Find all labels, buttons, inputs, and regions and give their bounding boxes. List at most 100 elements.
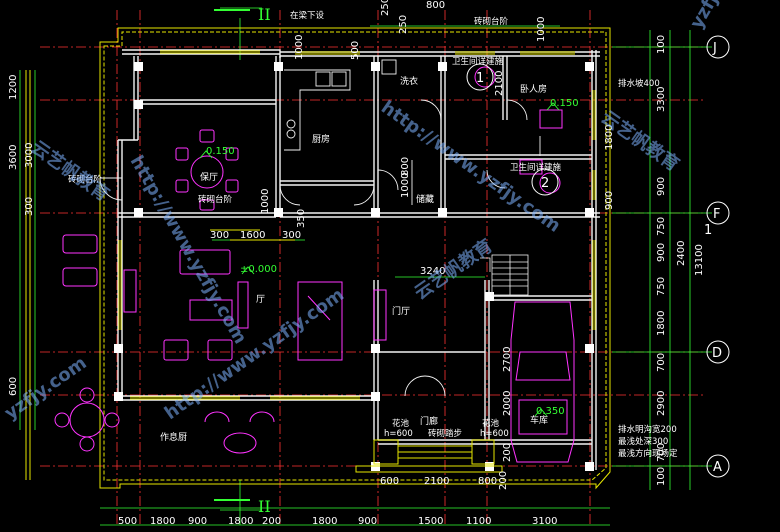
- dim-bottom-1800c: 1800: [312, 516, 337, 527]
- axis-sub-label: 1: [704, 223, 712, 238]
- axis-label-d: D: [712, 346, 722, 361]
- dim-left-3000: 3000: [24, 143, 35, 168]
- stair: [480, 254, 529, 296]
- dim-300-a: 300: [210, 230, 229, 241]
- axis-label-a: A: [713, 460, 722, 475]
- dim-left-300: 300: [24, 197, 35, 216]
- room-label-laundry: 洗衣: [400, 75, 418, 87]
- dim-right-750a: 750: [656, 217, 667, 236]
- dim-left-3600: 3600: [8, 145, 19, 170]
- dim-1800-right: 1800: [604, 125, 615, 150]
- room-label-bath-2: 卫生间详建施: [510, 162, 562, 173]
- dim-900-right: 900: [604, 191, 615, 210]
- dim-right-700b: 700: [656, 443, 667, 462]
- room-label-vestibule: 门廊: [420, 415, 438, 427]
- bath-detail-number-1: 1: [476, 71, 484, 86]
- bath-detail-number-2: 2: [541, 176, 549, 191]
- dim-porch-800: 800: [478, 476, 497, 487]
- dim-right-750b: 750: [656, 277, 667, 296]
- dim-top-500: 500: [350, 41, 361, 60]
- dim-right-13100: 13100: [694, 244, 705, 276]
- dim-right-900a: 900: [656, 177, 667, 196]
- room-label-storage: 储藏: [416, 193, 434, 205]
- windows: [118, 50, 596, 400]
- dim-1600: 1600: [240, 230, 265, 241]
- dim-right-900b: 900: [656, 243, 667, 262]
- dim-bottom-900b: 900: [358, 516, 377, 527]
- dim-bottom-1500: 1500: [418, 516, 443, 527]
- dim-top-250b: 250: [398, 15, 409, 34]
- room-label-bedroom: 卧人房: [520, 83, 547, 95]
- note-planter-left: 花池: [392, 418, 410, 429]
- axis-label-j: J: [712, 41, 717, 56]
- dim-right-700a: 700: [656, 353, 667, 372]
- note-slope-1: 排水明沟宽200: [618, 424, 677, 435]
- note-flower-rack-left: 砖砌台阶: [68, 174, 103, 185]
- axis-grid: [40, 10, 705, 525]
- section-mark-bottom: II: [258, 497, 271, 516]
- dim-porch-200: 200: [498, 471, 509, 490]
- kitchen-counter: [284, 59, 413, 205]
- dim-bottom-900a: 900: [188, 516, 207, 527]
- dim-1000-living: 1000: [260, 189, 271, 214]
- dim-porch-2100: 2100: [424, 476, 449, 487]
- dim-800-storage: 800: [400, 157, 411, 176]
- elev-living: 0.150: [206, 146, 235, 157]
- doors: [99, 99, 541, 397]
- room-label-hall: 厅: [256, 294, 265, 305]
- note-planter-right-h: h=600: [480, 429, 509, 439]
- furniture: [54, 66, 575, 463]
- note-slope-2: 最浅处深300: [618, 436, 668, 447]
- watermark-url-3: http://www.yzfjy.com: [161, 284, 348, 424]
- dim-left-600: 600: [8, 377, 19, 396]
- dim-bottom-500: 500: [118, 516, 137, 527]
- watermark-brand-2: 云艺帆教育: [27, 136, 113, 206]
- dim-right-2400: 2400: [676, 241, 687, 266]
- dim-top-1000a: 1000: [294, 35, 305, 60]
- dim-right-100-top: 100: [656, 35, 667, 54]
- note-steps: 砖砌踏步: [428, 428, 462, 439]
- dim-right-3300: 3300: [656, 87, 667, 112]
- note-flower-rack-top: 砖砌台阶: [474, 16, 509, 27]
- dim-garage-200: 200: [502, 443, 513, 462]
- dim-top-800: 800: [426, 0, 445, 11]
- dim-bottom-1800a: 1800: [150, 516, 175, 527]
- dim-garage-2700: 2700: [502, 347, 513, 372]
- room-label-dining: 作息厨: [160, 431, 187, 443]
- elevation-markers: [199, 102, 560, 417]
- dimension-lines: [19, 7, 712, 526]
- dim-3240: 3240: [420, 266, 445, 277]
- note-slope-3: 最浅方向现场定: [618, 448, 678, 459]
- note-beam: 在梁下设: [290, 10, 325, 21]
- note-planter-right: 花池: [482, 418, 500, 429]
- dim-bottom-1100: 1100: [466, 516, 491, 527]
- axis-bubbles: [466, 35, 730, 478]
- dim-bottom-3100: 3100: [532, 516, 557, 527]
- elev-garage: 0.350: [536, 406, 565, 417]
- room-label-bath-1: 卫生间详建施: [452, 56, 504, 67]
- axis-label-f: F: [713, 207, 720, 222]
- room-label-kitchen: 厨房: [312, 133, 330, 145]
- section-markers: [214, 9, 250, 501]
- room-label-living: 保厅: [200, 171, 218, 183]
- elev-hall: ±0.000: [240, 264, 277, 275]
- dim-left-1200: 1200: [8, 75, 19, 100]
- dim-300-b: 300: [282, 230, 301, 241]
- porch: [355, 439, 503, 473]
- watermark-short-2: yzfjy.com: [686, 0, 752, 33]
- dim-porch-600: 600: [380, 476, 399, 487]
- dim-350: 350: [296, 209, 307, 228]
- dim-bottom-1800b: 1800: [228, 516, 253, 527]
- note-flower-rack-mid: 砖砌台阶: [198, 194, 233, 205]
- dim-garage-2000: 2000: [502, 391, 513, 416]
- dim-right-2900: 2900: [656, 391, 667, 416]
- dim-bottom-200: 200: [262, 516, 281, 527]
- dim-top-1000b: 1000: [536, 17, 547, 42]
- section-mark-top: II: [258, 5, 271, 24]
- outer-boundary: [25, 27, 611, 490]
- dim-2100: 2100: [494, 71, 505, 96]
- room-label-entry: 门厅: [392, 305, 410, 317]
- note-drain: 排水坡400: [618, 78, 660, 89]
